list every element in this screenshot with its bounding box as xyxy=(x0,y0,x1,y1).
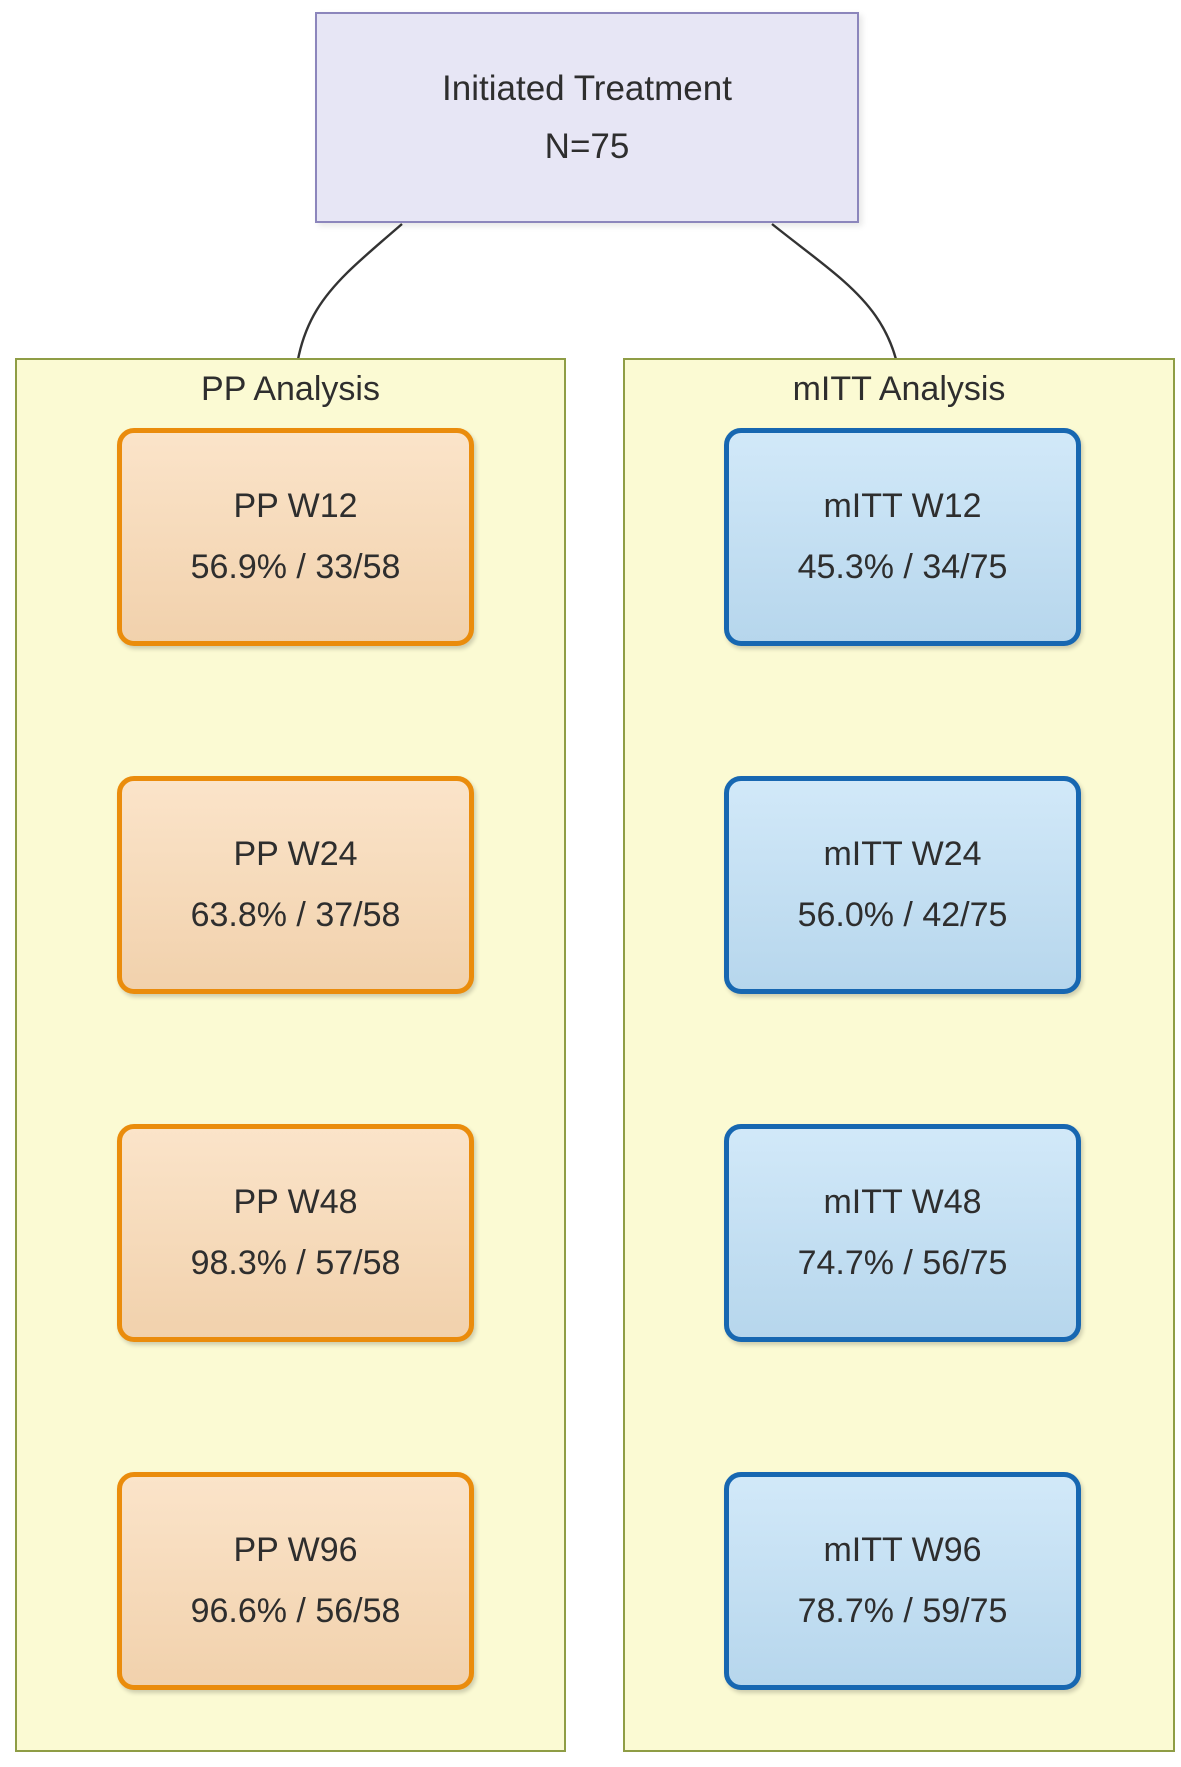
mitt-w12-box: mITT W12 45.3% / 34/75 xyxy=(724,428,1081,646)
initiated-treatment-box: Initiated Treatment N=75 xyxy=(315,12,859,223)
pp-w12-value: 56.9% / 33/58 xyxy=(190,548,401,586)
mitt-w12-value: 45.3% / 34/75 xyxy=(797,548,1008,586)
mitt-w48-box: mITT W48 74.7% / 56/75 xyxy=(724,1124,1081,1342)
initiated-treatment-label: Initiated Treatment xyxy=(442,68,732,108)
mitt-w96-value: 78.7% / 59/75 xyxy=(797,1592,1008,1630)
pp-w48-label: PP W48 xyxy=(233,1183,358,1221)
pp-w48-value: 98.3% / 57/58 xyxy=(190,1244,401,1282)
pp-w12-box: PP W12 56.9% / 33/58 xyxy=(117,428,474,646)
mitt-analysis-title: mITT Analysis xyxy=(792,370,1006,408)
pp-w12-label: PP W12 xyxy=(233,487,358,525)
pp-w24-value: 63.8% / 37/58 xyxy=(190,896,401,934)
mitt-analysis-panel: mITT Analysis mITT W12 45.3% / 34/75 mIT… xyxy=(623,358,1175,1752)
pp-w48-box: PP W48 98.3% / 57/58 xyxy=(117,1124,474,1342)
initiated-treatment-n: N=75 xyxy=(544,126,630,166)
mitt-w96-label: mITT W96 xyxy=(823,1531,982,1569)
mitt-w48-value: 74.7% / 56/75 xyxy=(797,1244,1008,1282)
pp-w96-box: PP W96 96.6% / 56/58 xyxy=(117,1472,474,1690)
pp-w24-label: PP W24 xyxy=(233,835,358,873)
pp-analysis-panel: PP Analysis PP W12 56.9% / 33/58 PP W24 … xyxy=(15,358,566,1752)
pp-w24-box: PP W24 63.8% / 37/58 xyxy=(117,776,474,994)
mitt-w96-box: mITT W96 78.7% / 59/75 xyxy=(724,1472,1081,1690)
mitt-w48-label: mITT W48 xyxy=(823,1183,982,1221)
pp-analysis-title: PP Analysis xyxy=(201,370,380,408)
mitt-w24-value: 56.0% / 42/75 xyxy=(797,896,1008,934)
mitt-w24-label: mITT W24 xyxy=(823,835,982,873)
mitt-w24-box: mITT W24 56.0% / 42/75 xyxy=(724,776,1081,994)
mitt-w12-label: mITT W12 xyxy=(823,487,982,525)
pp-w96-value: 96.6% / 56/58 xyxy=(190,1592,401,1630)
pp-w96-label: PP W96 xyxy=(233,1531,358,1569)
